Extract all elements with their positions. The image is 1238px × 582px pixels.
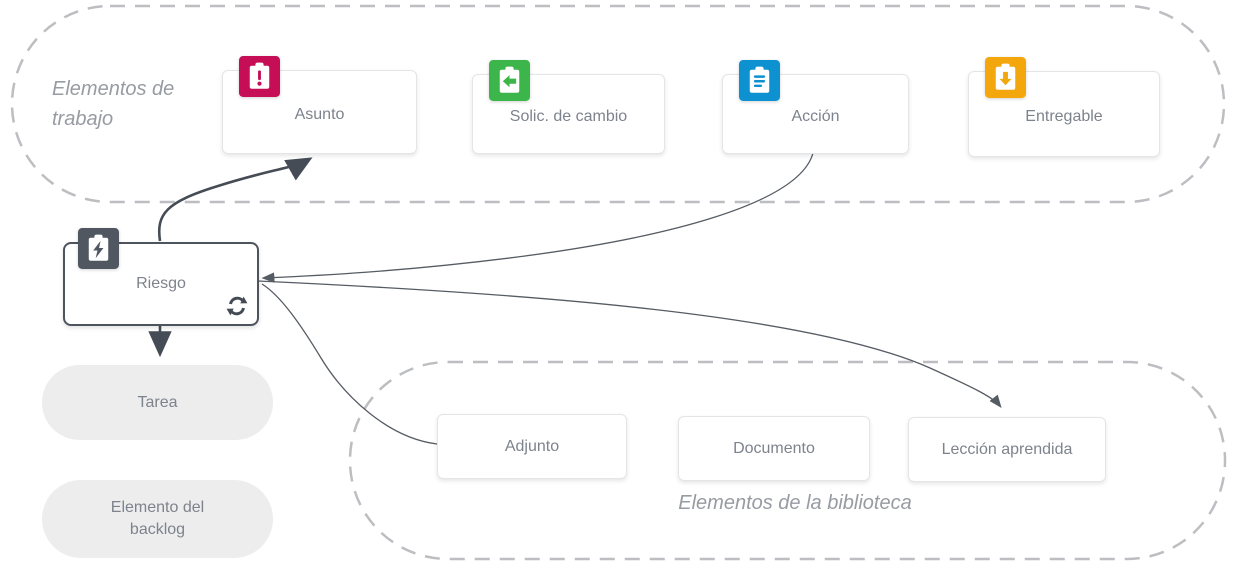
clipboard-arrow-down-icon xyxy=(985,57,1026,98)
node-documento: Documento xyxy=(678,416,870,481)
node-elemento-del-backlog: Elemento del backlog xyxy=(42,480,273,558)
node-riesgo: Riesgo xyxy=(63,228,259,326)
clipboard-lightning-icon xyxy=(78,228,119,269)
node-label: Riesgo xyxy=(136,275,186,292)
edge-riesgo-leccion xyxy=(257,280,1002,409)
work-items-group-label: Elementos de trabajo xyxy=(52,78,175,130)
node-label: Documento xyxy=(733,439,815,457)
node-label: Adjunto xyxy=(504,437,560,455)
sync-icon xyxy=(225,294,249,318)
node-adjunto: Adjunto xyxy=(437,414,627,479)
edge-accion-riesgo xyxy=(261,152,814,283)
node-label: Entregable xyxy=(1025,108,1103,125)
edge-adjunto-riesgo xyxy=(261,283,438,445)
library-group-outline xyxy=(348,360,1227,561)
node-entregable: Entregable xyxy=(968,57,1160,157)
node-label: Solic. de cambio xyxy=(509,108,628,125)
node-solic-de-cambio: Solic. de cambio xyxy=(472,60,665,154)
library-group-label: Elementos de la biblioteca xyxy=(678,492,912,514)
node-accion: Acción xyxy=(722,60,909,154)
node-label: Asunto xyxy=(294,106,345,123)
clipboard-list-icon xyxy=(739,60,780,101)
node-label: Acción xyxy=(791,108,840,125)
node-tarea: Tarea xyxy=(42,365,273,440)
work-items-group-outline xyxy=(10,4,1226,204)
node-label: Elemento del backlog xyxy=(110,499,205,538)
node-asunto: Asunto xyxy=(222,56,417,154)
edge-riesgo-asunto xyxy=(157,157,313,242)
clipboard-exclamation-icon xyxy=(239,56,280,97)
node-label: Tarea xyxy=(137,393,178,411)
clipboard-arrow-left-icon xyxy=(489,60,530,101)
node-leccion-aprendida: Lección aprendida xyxy=(908,417,1106,482)
node-label: Lección aprendida xyxy=(941,440,1073,458)
